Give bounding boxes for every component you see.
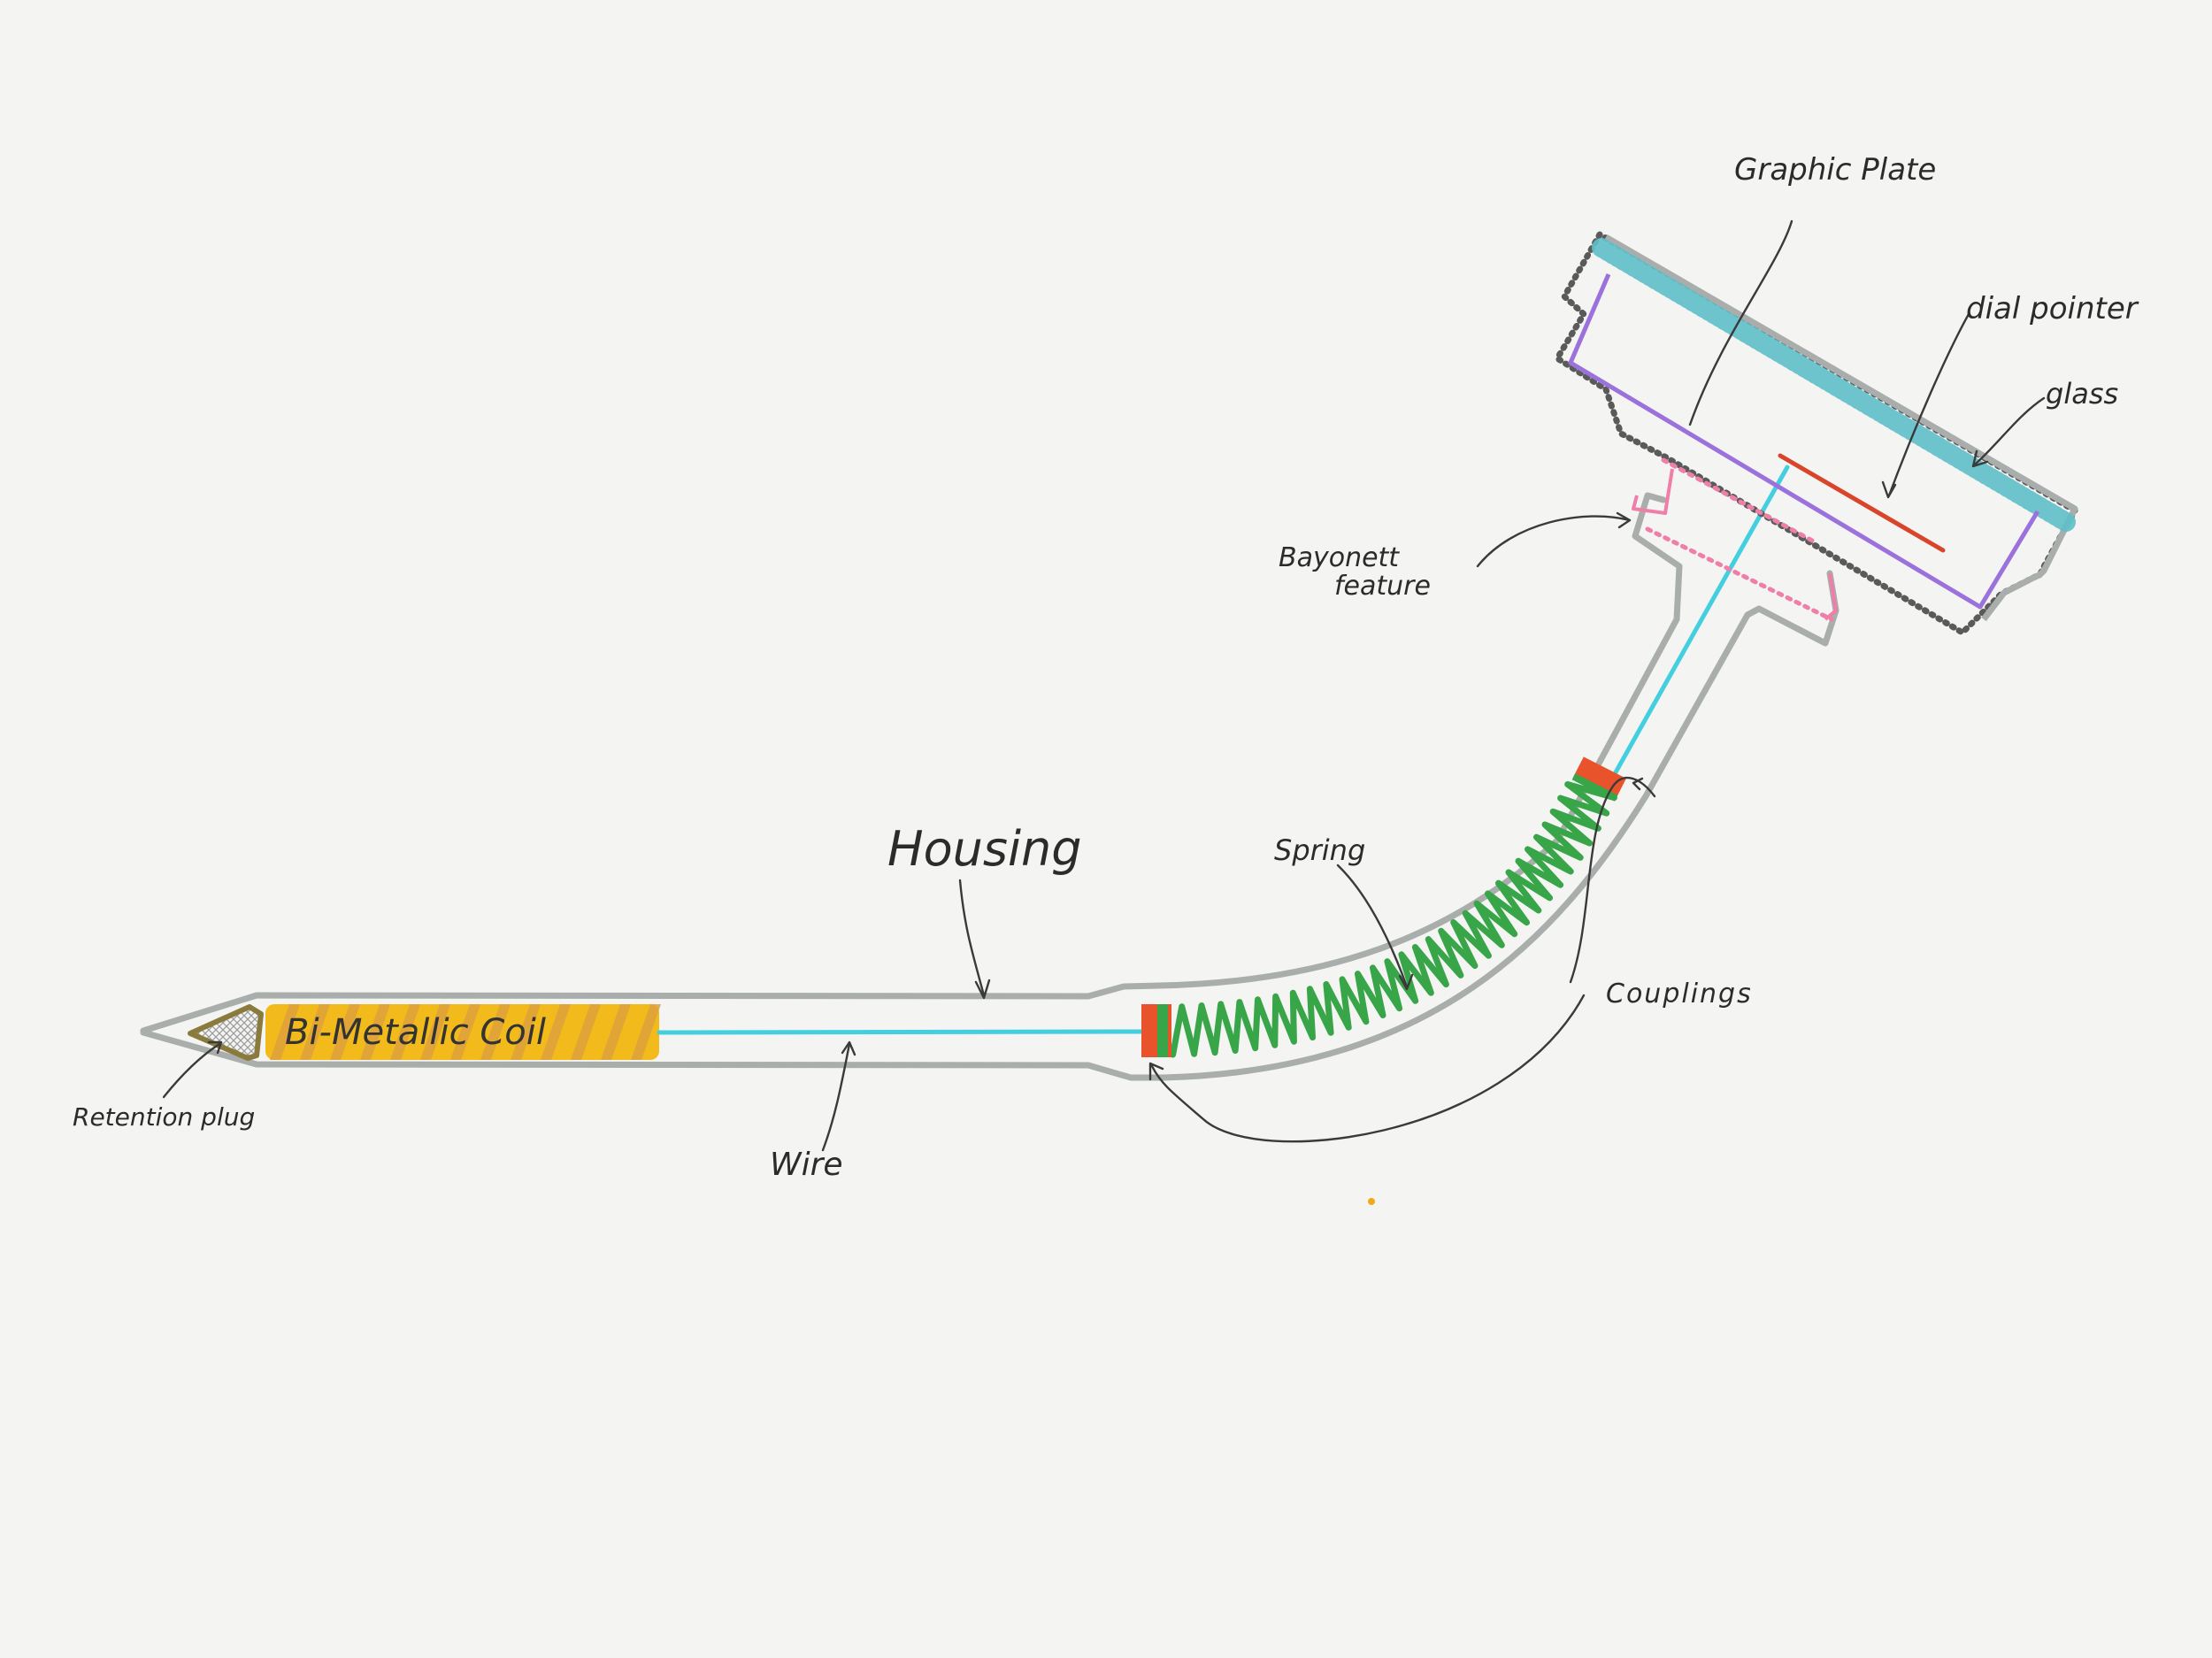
leader-glass: [1973, 396, 2046, 466]
stray-dot: [1368, 1198, 1375, 1205]
leader-spring-head: [1398, 973, 1414, 991]
label-bayonett-line2: feature: [1334, 571, 1431, 602]
coil-stripe: [480, 1004, 511, 1060]
leader-dial-pointer-head: [1881, 480, 1897, 499]
coil-stripe: [420, 1004, 450, 1060]
labels: Housing Bi-Metallic Coil Retention plug …: [73, 152, 2139, 1183]
leader-bayonett-head: [1616, 511, 1632, 529]
leader-spring: [1336, 864, 1409, 988]
graphic-plate: [1568, 273, 2040, 610]
label-bayonett-line1: Bayonett: [1279, 542, 1400, 573]
coil-stripe: [390, 1004, 420, 1060]
coil-stripe: [450, 1004, 480, 1060]
coil-stripe: [631, 1004, 661, 1060]
coil-stripe: [300, 1004, 330, 1060]
label-wire: Wire: [770, 1147, 843, 1183]
label-retention-plug: Retention plug: [73, 1102, 255, 1132]
leader-wire: [821, 1042, 851, 1152]
label-housing: Housing: [887, 821, 1082, 877]
leader-couplings-lower: [1150, 994, 1586, 1143]
label-dial-pointer: dial pointer: [1966, 291, 2139, 326]
leader-dial-pointer: [1887, 312, 1970, 497]
label-glass: glass: [2046, 377, 2118, 411]
leader-housing-head: [974, 979, 991, 1000]
leader-lines: [162, 219, 2046, 1152]
coil-stripe: [360, 1004, 390, 1060]
label-couplings: Couplings: [1606, 979, 1753, 1009]
leader-retention-head: [207, 1040, 223, 1055]
leader-bayonett: [1476, 515, 1632, 568]
label-graphic-plate: Graphic Plate: [1734, 152, 1936, 188]
wire: [657, 464, 1790, 1035]
leader-wire-head: [841, 1040, 856, 1056]
coil-stripe: [601, 1004, 631, 1060]
coil-stripe: [511, 1004, 541, 1060]
leader-couplings-lower-head: [1148, 1062, 1164, 1081]
leader-glass-head: [1971, 449, 1989, 468]
leader-graphic-plate: [1688, 219, 1793, 426]
bayonet-outline: [1632, 468, 1838, 621]
wire-upper: [1609, 464, 1790, 781]
housing-bottom-wall: [140, 611, 1751, 1081]
housing-socket-left: [1632, 492, 1683, 623]
leader-retention: [162, 1042, 221, 1099]
label-spring: Spring: [1274, 833, 1365, 867]
leader-couplings-upper-head: [1632, 777, 1644, 791]
bayonet-dotted-top: [1661, 457, 1816, 544]
bimetallic-coil: [265, 1004, 661, 1060]
dial-case-rim: [1604, 234, 2078, 622]
coil-stripe: [571, 1004, 601, 1060]
label-bimetallic-coil: Bi-Metallic Coil: [285, 1012, 546, 1053]
coupling-lower-band: [1157, 1004, 1168, 1057]
retention-plug: [188, 1004, 264, 1061]
coil-stripe: [541, 1004, 571, 1060]
glass-layer: [1592, 238, 2076, 532]
spring: [1170, 781, 1617, 1058]
coil-stripe: [270, 1004, 300, 1060]
leader-housing: [958, 879, 986, 997]
dial-pointer: [1778, 453, 1946, 553]
coupling-upper: [1571, 756, 1626, 802]
couplings: [1141, 756, 1626, 1057]
leader-couplings-upper: [1569, 777, 1656, 984]
spring-coil: [1170, 781, 1617, 1058]
dial-head: [1553, 231, 2078, 637]
coil-stripes: [270, 1004, 661, 1060]
coil-stripe: [330, 1004, 360, 1060]
bayonet-dotted-bottom: [1645, 526, 1834, 622]
